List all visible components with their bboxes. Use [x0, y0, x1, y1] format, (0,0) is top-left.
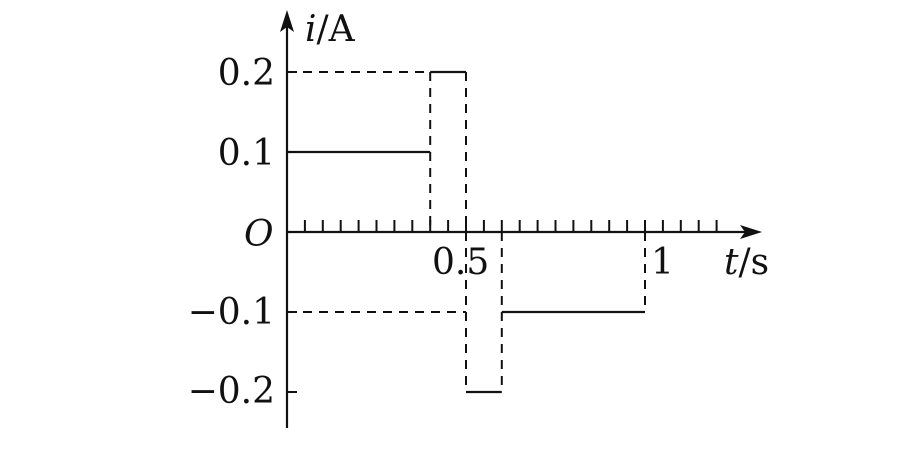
current-trace	[287, 70, 645, 394]
x-axis-ticks	[303, 220, 718, 232]
origin-label: O	[244, 214, 274, 255]
y-tick-label-0.1: 0.1	[218, 133, 275, 174]
y-tick-label-0.2: 0.2	[218, 53, 275, 94]
y-tick-label-neg-0.2: −0.2	[188, 371, 275, 412]
x-axis-arrow-icon	[740, 225, 762, 239]
y-tick-label-neg-0.1: −0.1	[188, 292, 275, 333]
x-axis-label: t/s	[724, 242, 769, 283]
y-axis-label: i/A	[305, 9, 356, 50]
y-axis-arrow-icon	[280, 10, 294, 32]
x-tick-label-1: 1	[651, 242, 674, 283]
x-tick-label-0.5: 0.5	[432, 242, 489, 283]
dashed-guide-lines	[287, 71, 646, 392]
